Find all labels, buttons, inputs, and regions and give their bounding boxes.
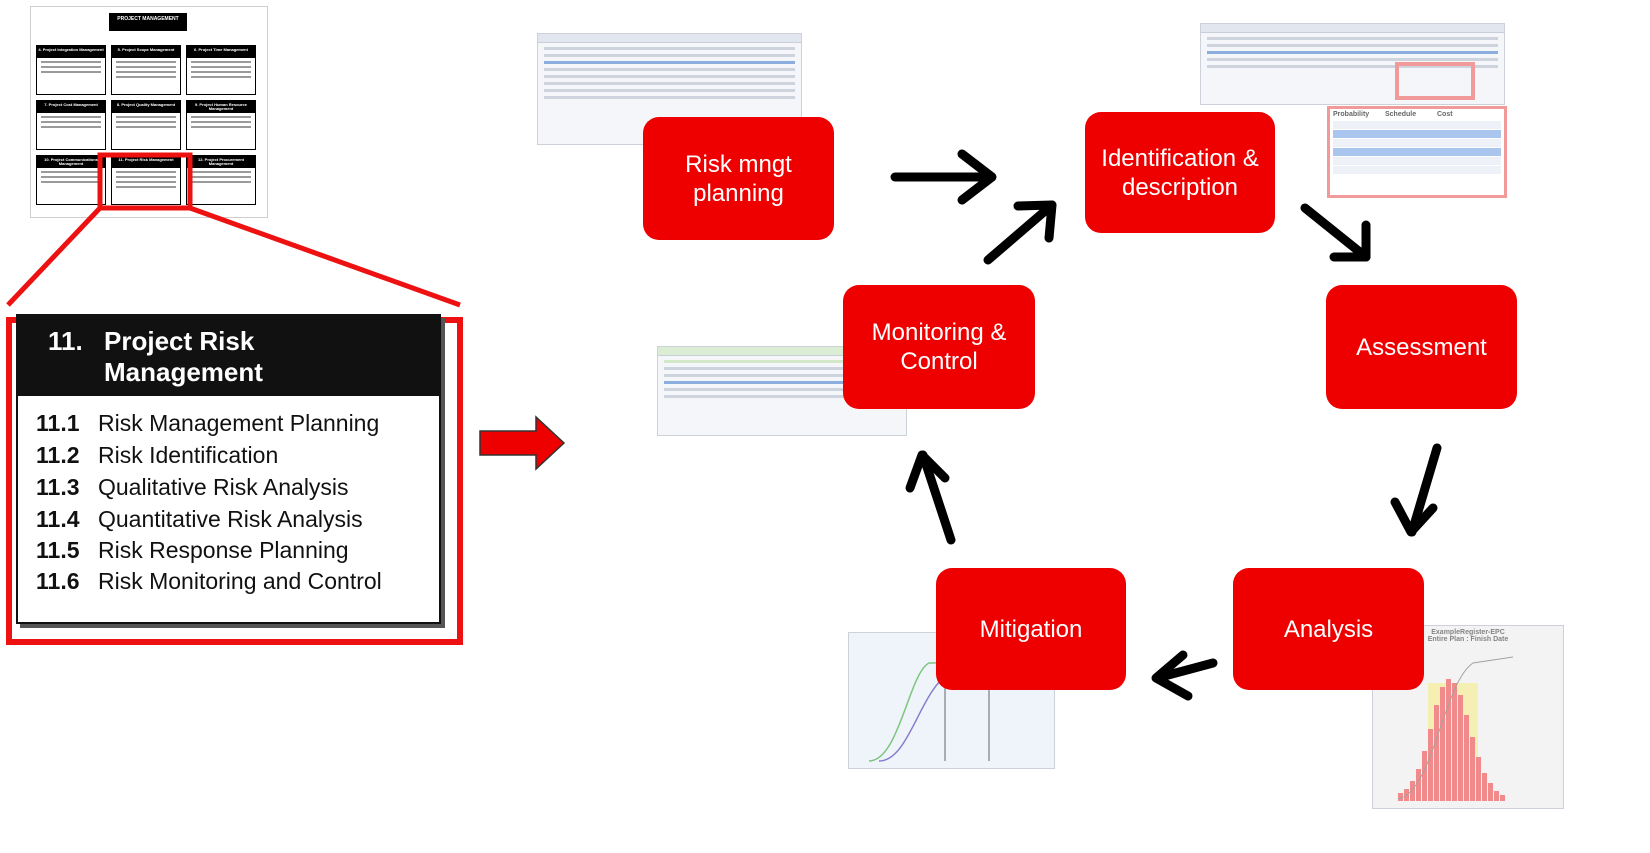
histogram-bars-thumbnail [1397,656,1514,801]
arrow-mitigation-to-monitoring-icon [905,450,956,545]
pmbok-card: 6. Project Time Management [186,45,256,95]
pmbok-card-risk: 11. Project Risk Management [111,155,181,205]
pmbok-card: 12. Project Procurement Management [186,155,256,205]
step-risk-planning: Risk mngt planning [643,117,834,240]
risk-matrix-popup: Probability Schedule Cost [1327,106,1507,198]
histogram-title: ExampleRegister-EPC [1431,629,1505,636]
matrix-header: Schedule [1385,111,1417,118]
analysis-histogram-thumbnail: ExampleRegister-EPC Entire Plan : Finish… [1372,625,1564,809]
pmbok-card: 10. Project Communications Management [36,155,106,205]
arrow-identification-to-assessment-icon [1300,203,1371,262]
right-arrow-icon [479,415,566,471]
step-monitoring-control: Monitoring & Control [843,285,1035,409]
pmbok-overview-title: PROJECT MANAGEMENT [109,13,187,31]
arrow-analysis-to-mitigation-icon [1151,650,1218,701]
step-mitigation: Mitigation [936,568,1126,690]
matrix-highlight-box [1395,62,1475,100]
arrow-planning-to-identification-icon [890,149,997,205]
step-assessment: Assessment [1326,285,1517,409]
pmbok-overview-thumbnail: PROJECT MANAGEMENT 4. Project Integratio… [30,6,268,218]
matrix-header: Cost [1437,111,1453,118]
pmbok-card: 9. Project Human Resource Management [186,100,256,150]
pmbok-card: 4. Project Integration Management [36,45,106,95]
step-analysis: Analysis [1233,568,1424,690]
arrow-monitoring-to-identification-icon [983,200,1057,265]
step-identification: Identification & description [1085,112,1275,233]
identification-screenshot-thumbnail [1200,23,1505,105]
histogram-subtitle: Entire Plan : Finish Date [1427,636,1509,643]
matrix-header: Probability [1333,111,1370,118]
risk-card-number: 11. [48,326,83,356]
pmbok-card: 8. Project Quality Management [111,100,181,150]
pmbok-card: 5. Project Scope Management [111,45,181,95]
arrow-assessment-to-analysis-icon [1390,443,1442,537]
pmbok-card: 7. Project Cost Management [36,100,106,150]
